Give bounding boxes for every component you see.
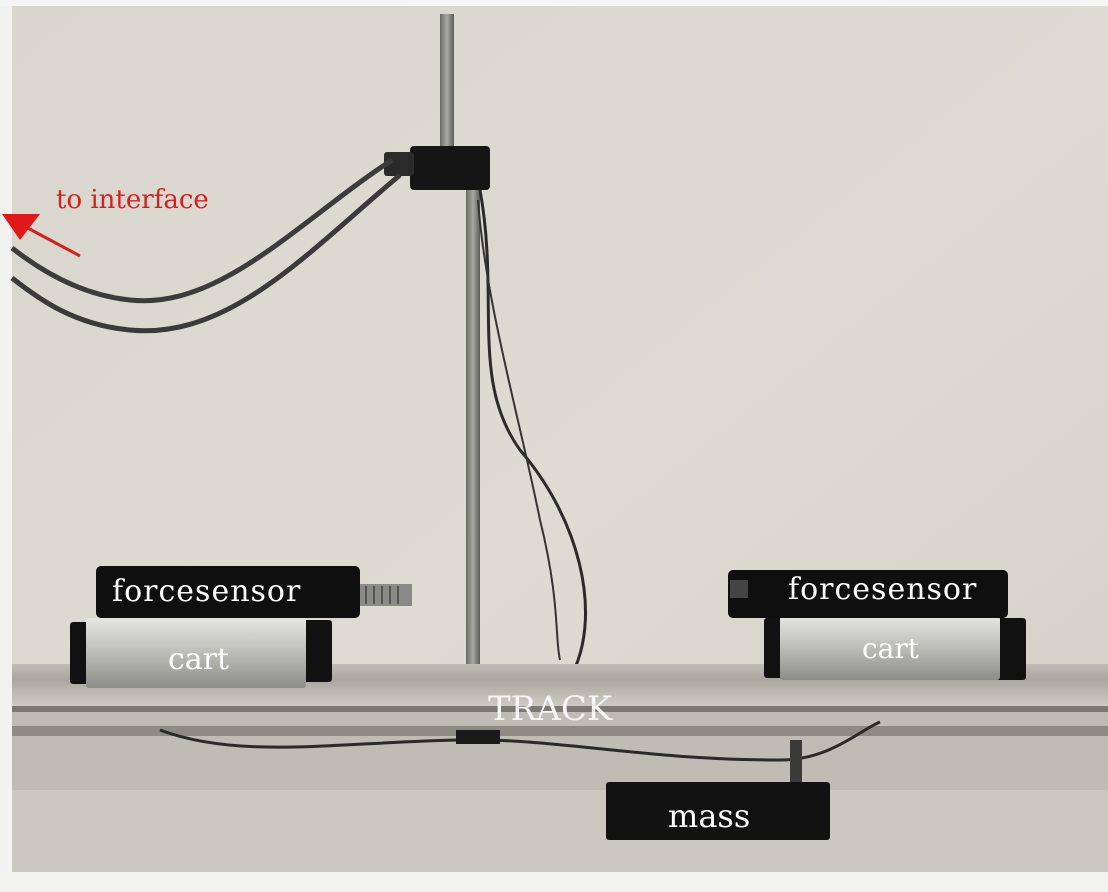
left-cart-body [86,618,306,688]
right-cart-wheel-right [994,618,1026,680]
left-border [0,0,12,892]
wire-connector [456,730,500,744]
stand-rod [466,150,480,668]
mass-label: mass [668,797,751,835]
cable-drop-2 [477,199,561,661]
left-sensor-hook [360,584,412,606]
bottom-border [0,872,1108,892]
right-cart-label: cart [862,632,920,665]
to-interface-label: to interface [56,185,209,215]
cable-lower [10,173,402,334]
left-cart-label: cart [168,642,230,677]
right-cart-body [780,616,1000,680]
track-shadow [12,726,1108,736]
cable-upper [10,157,394,304]
right-sensor-hook [730,580,748,598]
top-border [0,0,1108,6]
track-lower [12,790,1108,872]
clamp [410,146,490,190]
left-cart-wheel-right [302,620,332,682]
right-force-sensor-label: forcesensor [788,572,978,607]
mass-block [606,782,830,840]
clamp-bolt [384,152,414,176]
stand-rod-top [440,14,454,154]
red-arrow-head [2,214,40,240]
track-edge [12,706,1108,712]
red-arrow-shaft [23,224,81,258]
left-force-sensor-label: forcesensor [112,574,302,609]
under-track-wire [159,720,881,762]
track-label: TRACK [488,689,613,729]
left-force-sensor [96,566,360,618]
right-force-sensor [728,570,1008,618]
mass-hanger [790,740,802,788]
